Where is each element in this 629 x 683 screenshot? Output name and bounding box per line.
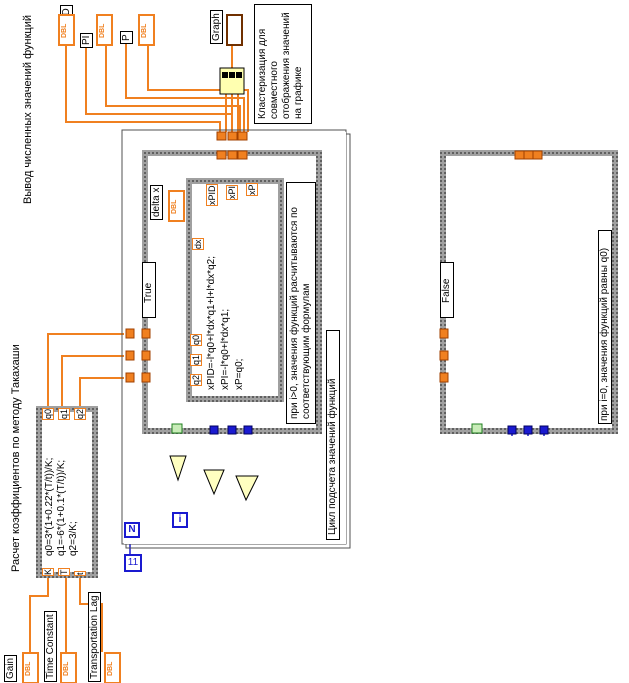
false-case-note: при i=0, значения функций равны q0): [598, 230, 612, 424]
transport-lag-label: Transportation Lag: [88, 592, 101, 682]
outer-formula-text-3: q2=3/K;: [68, 521, 79, 556]
port-xpid: xPID: [206, 184, 218, 206]
loop-count-constant[interactable]: 11: [124, 554, 142, 572]
port-inner-q2: q2: [190, 373, 202, 386]
inner-formula-l2: xPI=-l*q0+l*dx*q1;: [220, 308, 231, 390]
port-k: K: [42, 567, 54, 576]
inner-formula-node: [186, 178, 284, 402]
port-q1: q1: [58, 407, 70, 420]
compare-gt-zero: [169, 455, 187, 482]
delta-x-label: delta x: [150, 184, 163, 220]
increment-node: [235, 475, 259, 502]
clusterization-note: Кластеризация для совместного отображени…: [254, 4, 312, 124]
tunnels-left: [125, 328, 449, 383]
gain-label: Gain: [4, 654, 17, 682]
graph-indicator-label: Graph: [210, 10, 223, 44]
output-section-label: Вывод численных значений функций: [22, 14, 34, 204]
inner-formula-l1: xPID=-l*q0+l*dx*q1+l+l*dx*q2;: [206, 256, 217, 390]
port-tt: t: [74, 571, 86, 576]
case-selector-true: [171, 423, 183, 434]
decrement-node: [203, 469, 225, 496]
outer-formula-node: [36, 406, 98, 578]
port-dx: dx: [192, 238, 204, 250]
port-xp: xP: [246, 183, 258, 196]
case-selector-false: [471, 423, 483, 434]
loop-label-box: Цикл подсчета значений функций: [326, 330, 340, 540]
graph-indicator[interactable]: [226, 14, 243, 46]
loop-iteration-terminal: i: [172, 512, 188, 528]
transport-lag-control[interactable]: DBL: [104, 652, 121, 683]
p-indicator-label: P: [120, 31, 133, 44]
outer-formula-text-2: q1=-6*(1+0.1*(T/t))/K;: [56, 459, 67, 556]
outer-formula-text: q0=3*(1+0.22*(T/t))/K;: [44, 457, 55, 556]
tunnels-top: [216, 131, 543, 160]
gain-control[interactable]: DBL: [22, 652, 39, 683]
port-inner-q0: q0: [190, 333, 202, 346]
port-q2: q2: [74, 407, 86, 420]
p-indicator[interactable]: DBL: [138, 14, 155, 46]
pi-indicator-label: PI: [80, 32, 93, 48]
time-constant-label: Time Constant: [44, 611, 57, 682]
true-case-note: при i>0, значения функций расчитываются …: [286, 182, 316, 424]
port-xpi: xPI: [226, 184, 238, 200]
false-case-selector[interactable]: False: [440, 262, 454, 318]
inner-formula-l3: xP=q0;: [234, 358, 245, 390]
loop-count-terminal: N: [124, 522, 140, 538]
pi-indicator[interactable]: DBL: [96, 14, 113, 46]
pid-indicator[interactable]: DBL: [58, 14, 75, 46]
time-constant-control[interactable]: DBL: [60, 652, 77, 683]
tunnels-bottom: [209, 425, 549, 435]
true-case-selector[interactable]: True: [142, 262, 156, 318]
port-inner-q1: q1: [190, 353, 202, 366]
case-structure-false: [440, 150, 618, 434]
calc-coeffs-label: Расчет коэффициентов по методу Такахаши: [10, 344, 22, 572]
port-t: T: [58, 568, 70, 576]
delta-x-control[interactable]: DBL: [168, 190, 185, 222]
bundle-node: [219, 67, 245, 95]
port-q0: q0: [42, 407, 54, 420]
